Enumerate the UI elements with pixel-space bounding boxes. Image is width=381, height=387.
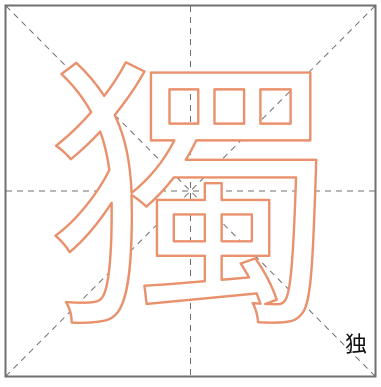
traditional-character-outline: 獨	[48, 36, 333, 368]
simplified-character-caption: 独	[344, 333, 367, 358]
grid-frame	[4, 4, 377, 378]
